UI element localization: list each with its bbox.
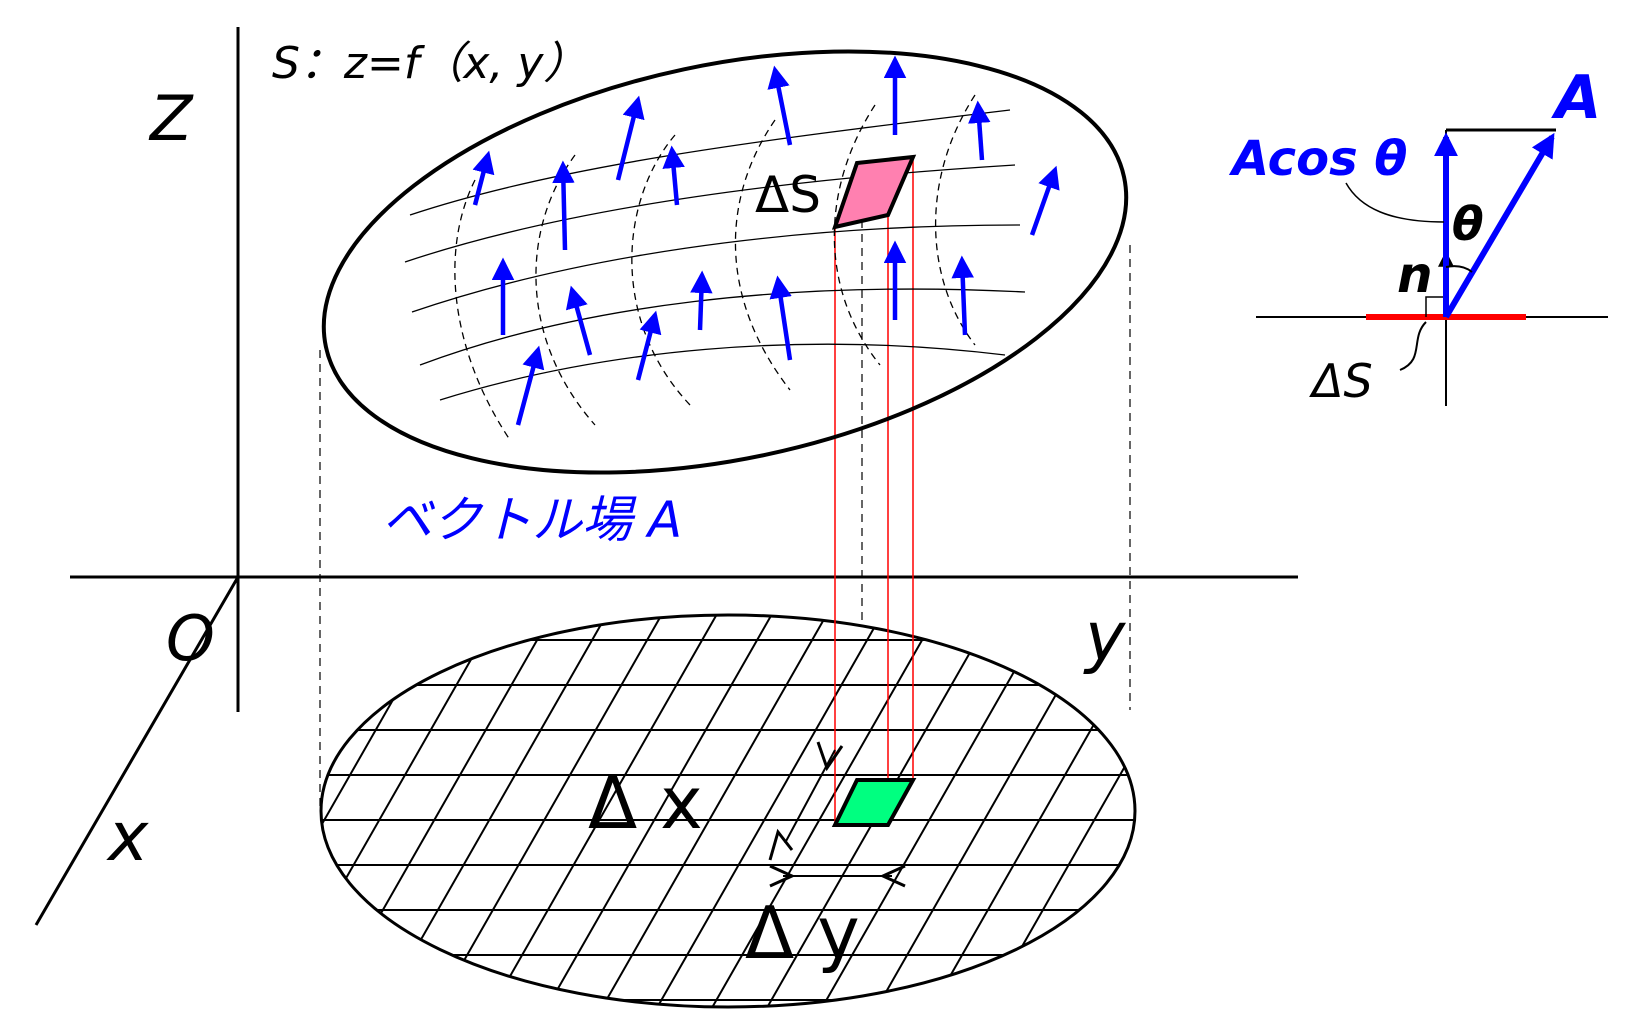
grid-line-slanted (1365, 600, 1605, 1020)
vector-arrow-icon (662, 145, 685, 206)
delta-y-label: Δ y (745, 891, 860, 975)
vector-arrow-icon (1029, 165, 1060, 236)
right-angle-mark (1425, 296, 1446, 317)
vector-arrow-icon (769, 275, 793, 361)
surface-equation-label: S：z=f（x, y） (272, 38, 587, 89)
grid-line-slanted (1145, 600, 1385, 1020)
deltaS-leader (1399, 321, 1427, 371)
grid-line-slanted (1310, 600, 1550, 1020)
vector-arrow-icon (565, 285, 593, 356)
acos-leader (1345, 182, 1445, 223)
y-axis-label: y (1083, 598, 1126, 677)
vector-arrow-icon (767, 65, 793, 146)
surface-mesh-dashed (454, 94, 976, 441)
theta-arc (1445, 265, 1473, 273)
inset-acos-label: Acos θ (1228, 131, 1407, 187)
vector-arrow-icon (552, 160, 575, 251)
vector-arrow-icon (635, 310, 662, 381)
grid-line-slanted (539, 615, 781, 1007)
delta-x-label: Δ x (588, 761, 703, 845)
grid-line-slanted (429, 615, 671, 1007)
inset-A-label: A (1551, 63, 1601, 133)
surface-element-label: ΔS (755, 166, 821, 224)
delta-marks (768, 741, 906, 888)
grid-line-slanted (1255, 600, 1495, 1020)
vector-field-arrows (472, 55, 1060, 426)
surface-outline (321, 49, 1129, 475)
vector-arrow-icon (515, 345, 545, 426)
projected-element (831, 778, 917, 827)
surface-element-deltaS (831, 154, 917, 230)
vector-arrow-icon (472, 150, 495, 206)
vector-arrow-icon (951, 255, 974, 336)
x-axis-label: x (106, 798, 149, 877)
inset-flux-diagram: A Acos θ θ n ΔS (1228, 63, 1608, 408)
inset-theta-label: θ (1452, 197, 1484, 251)
origin-label: O (166, 602, 215, 675)
grid-line-slanted (649, 615, 891, 1007)
vector-arrow-icon (968, 100, 991, 161)
vector-arrow-icon (615, 95, 645, 181)
surface-mesh (404, 109, 1026, 401)
grid-line-slanted (1200, 600, 1440, 1020)
axes (34, 27, 1298, 926)
grid-line-slanted (484, 615, 726, 1007)
inset-deltaS-label: ΔS (1309, 354, 1373, 408)
grid-line-slanted (594, 615, 836, 1007)
z-axis-label: Z (148, 82, 194, 155)
inset-n-label: n (1397, 246, 1433, 304)
grid-line-slanted (321, 615, 506, 1007)
vector-A (1443, 132, 1555, 319)
x-axis (34, 576, 240, 926)
grid-line-slanted (704, 615, 946, 1007)
vector-field-label: ベクトル場 A (382, 491, 682, 549)
projected-region-outline (319, 613, 1137, 1009)
projection-lines (834, 157, 914, 825)
vector-arrow-icon (690, 270, 713, 331)
